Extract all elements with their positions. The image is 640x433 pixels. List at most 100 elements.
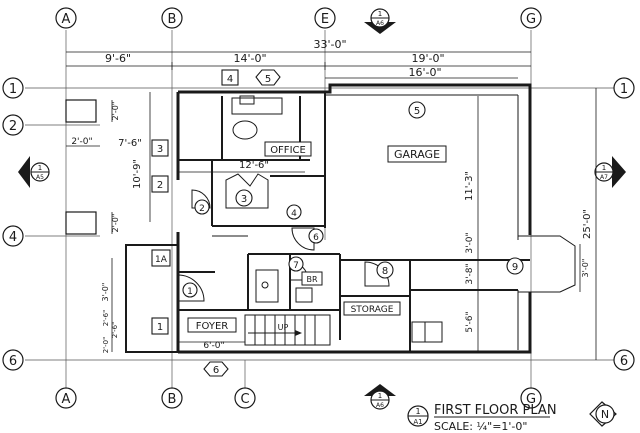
svg-text:9: 9	[512, 262, 518, 273]
dimension-lines-top	[66, 51, 531, 79]
svg-text:4: 4	[291, 209, 297, 219]
plan-title: FIRST FLOOR PLAN	[434, 403, 557, 418]
svg-text:1: 1	[620, 82, 628, 97]
svg-text:A: A	[62, 392, 71, 407]
svg-text:4: 4	[9, 230, 17, 245]
svg-text:G: G	[526, 392, 536, 407]
svg-text:5: 5	[414, 106, 420, 117]
svg-text:1: 1	[187, 287, 193, 297]
svg-text:G: G	[526, 12, 536, 27]
svg-text:4: 4	[227, 74, 233, 85]
dim-door-3-0: 3'-0"	[581, 259, 590, 278]
dim-right-3-0-a: 3'-0"	[465, 232, 475, 253]
door-swing-6	[291, 227, 315, 251]
plan-scale: SCALE: ¼"=1'-0"	[434, 420, 527, 433]
interior-walls	[178, 92, 530, 352]
svg-text:FOYER: FOYER	[196, 321, 229, 332]
svg-text:BR: BR	[306, 275, 317, 284]
dim-left-2-6-a: 2'-6"	[102, 310, 110, 327]
garage-door-9	[518, 235, 576, 293]
dim-right-25-0: 25'-0"	[582, 209, 593, 239]
window-upper-left	[65, 99, 97, 123]
svg-text:8: 8	[382, 266, 388, 277]
grid-bubble-top-b: B	[161, 7, 183, 29]
window-tag-5: 5	[255, 69, 281, 86]
door-tag-7: 7	[288, 256, 304, 272]
door-tag-2: 2	[194, 199, 210, 215]
svg-text:A6: A6	[376, 20, 384, 27]
grid-bubble-bottom-g: G	[520, 387, 542, 409]
stairs	[244, 314, 331, 346]
svg-text:1: 1	[415, 407, 420, 416]
svg-text:A1: A1	[413, 418, 422, 426]
svg-text:A: A	[62, 12, 71, 27]
door-tag-6: 6	[308, 228, 324, 244]
svg-text:2: 2	[157, 180, 163, 191]
grid-bubble-left-2: 2	[2, 114, 24, 136]
dim-garage-depth: 11'-3"	[464, 171, 475, 201]
svg-text:OFFICE: OFFICE	[270, 145, 306, 156]
door-swing-2	[191, 189, 211, 209]
garage-label-box: GARAGE	[387, 145, 447, 163]
grid-bubble-bottom-c: C	[234, 387, 256, 409]
storage-label-box: STORAGE	[343, 301, 401, 316]
svg-text:1: 1	[378, 10, 382, 18]
window-tag-1-foyer: 1	[151, 317, 169, 335]
grid-bubble-left-4: 4	[2, 225, 24, 247]
dim-office-depth: 7'-6"	[118, 138, 142, 149]
dim-right-3-8: 3'-8"	[465, 263, 475, 284]
svg-text:B: B	[168, 12, 177, 27]
dim-top-mid: 14'-0"	[233, 52, 266, 65]
office-label-box: OFFICE	[264, 141, 312, 157]
foyer-label-box: FOYER	[187, 317, 237, 333]
window-tag-1a: 1A	[151, 249, 171, 267]
svg-text:STORAGE: STORAGE	[351, 305, 394, 315]
section-marker-right: 1 A7	[594, 156, 626, 188]
bath-label-box: BR	[301, 271, 323, 286]
svg-text:C: C	[240, 392, 249, 407]
window-tag-6-bottom: 6	[203, 361, 229, 377]
svg-text:E: E	[321, 12, 329, 27]
grid-bubble-top-g: G	[520, 7, 542, 29]
svg-text:1: 1	[9, 82, 17, 97]
svg-text:2: 2	[199, 204, 205, 214]
grid-bubble-top-a: A	[55, 7, 77, 29]
section-marker-bottom: 1 A6	[364, 384, 396, 410]
entry-popout	[125, 244, 178, 353]
grid-bubble-top-e: E	[314, 7, 336, 29]
dim-foyer-width: 6'-0"	[203, 341, 224, 351]
dim-left-10-9: 10'-9"	[132, 159, 143, 189]
svg-text:6: 6	[9, 354, 17, 369]
svg-text:6: 6	[213, 365, 219, 376]
svg-text:6: 6	[620, 354, 628, 369]
bath-fixtures	[255, 269, 313, 303]
grid-bubble-right-6: 6	[613, 349, 635, 371]
svg-text:1: 1	[157, 322, 163, 333]
svg-text:3: 3	[157, 144, 163, 155]
svg-text:B: B	[168, 392, 177, 407]
window-tag-3-office: 3	[151, 139, 169, 157]
svg-text:1: 1	[378, 392, 382, 400]
svg-text:6: 6	[313, 233, 319, 243]
storage-shelves	[411, 321, 443, 343]
exterior-walls	[176, 83, 532, 354]
grid-bubble-left-1: 1	[2, 77, 24, 99]
svg-text:2: 2	[9, 119, 17, 134]
dim-left-2-6-b: 2'-6"	[111, 322, 119, 339]
north-arrow-icon: N	[589, 401, 617, 427]
dim-right-5-6: 5'-6"	[465, 311, 475, 332]
svg-text:1: 1	[38, 164, 42, 172]
room3-cabinets	[225, 173, 269, 209]
svg-text:A5: A5	[36, 174, 44, 181]
section-marker-left: 1 A5	[18, 156, 50, 188]
grid-bubble-right-1: 1	[613, 77, 635, 99]
office-toilet	[232, 120, 258, 140]
title-bubble: 1 A1	[407, 405, 429, 427]
section-marker-top: 1 A6	[364, 8, 396, 34]
grid-bubble-bottom-a: A	[55, 387, 77, 409]
dim-room3-width: 12'-6"	[239, 160, 269, 171]
door-tag-4: 4	[286, 204, 302, 220]
room-tag-3: 3	[235, 189, 253, 207]
window-tag-5-garage: 5	[408, 101, 426, 119]
